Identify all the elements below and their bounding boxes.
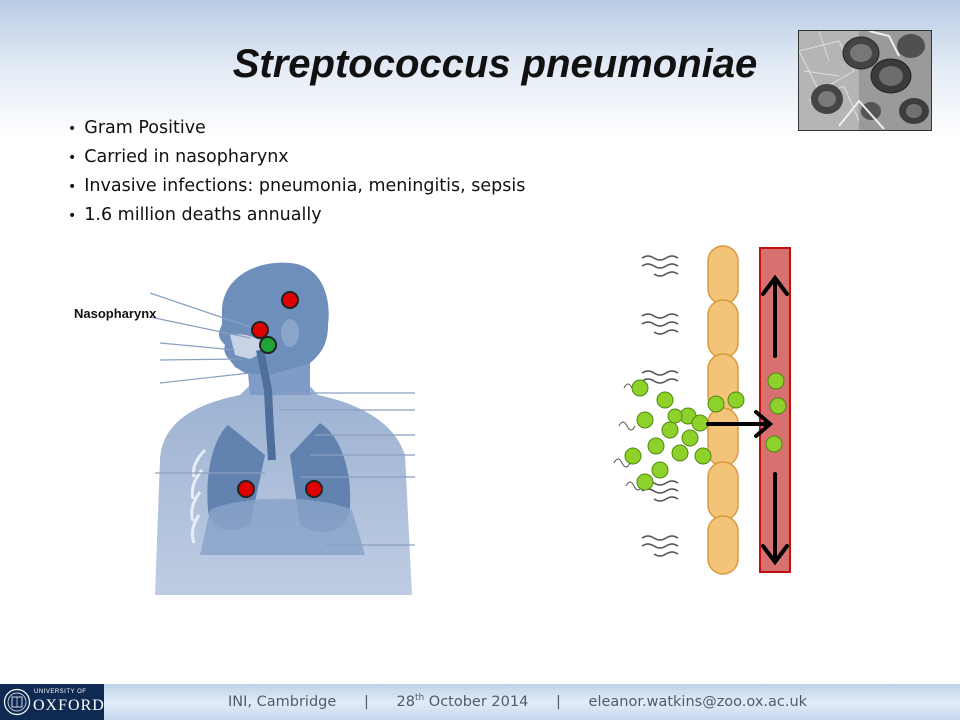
oxford-logo: UNIVERSITY OF OXFORD <box>0 684 104 720</box>
bullet-list: Gram Positive Carried in nasopharynx Inv… <box>68 114 525 230</box>
oxford-crest-icon <box>3 688 31 716</box>
epithelium-bloodstream-diagram <box>600 238 800 578</box>
bullet-item: Gram Positive <box>68 114 525 143</box>
bullet-item: 1.6 million deaths annually <box>68 201 525 230</box>
footer-date-rest: October 2014 <box>424 694 529 710</box>
infection-dot-meninges <box>281 291 299 309</box>
footer-venue: INI, Cambridge <box>228 694 337 710</box>
footer-email: eleanor.watkins@zoo.ox.ac.uk <box>588 694 808 710</box>
micrograph-image <box>798 30 932 131</box>
footer-bar: UNIVERSITY OF OXFORD INI, Cambridge | 28… <box>0 684 960 720</box>
logo-university-text: UNIVERSITY OF <box>34 689 87 695</box>
slide-title: Streptococcus pneumoniae <box>232 42 758 86</box>
human-torso-diagram <box>150 255 425 595</box>
footer-separator: | <box>555 694 561 710</box>
infection-dot-left-lung <box>237 480 255 498</box>
nasopharynx-label: Nasopharynx <box>74 306 157 321</box>
footer-date-suffix: th <box>414 693 425 703</box>
footer-separator: | <box>363 694 369 710</box>
carriage-dot-nasopharynx <box>259 336 277 354</box>
logo-oxford-text: OXFORD <box>33 697 105 714</box>
bullet-item: Invasive infections: pneumonia, meningit… <box>68 172 525 201</box>
infection-dot-nasopharynx <box>251 321 269 339</box>
bullet-item: Carried in nasopharynx <box>68 143 525 172</box>
footer-date-day: 28 <box>396 694 415 710</box>
footer-text: INI, Cambridge | 28th October 2014 | ele… <box>228 684 807 720</box>
infection-dot-right-lung <box>305 480 323 498</box>
